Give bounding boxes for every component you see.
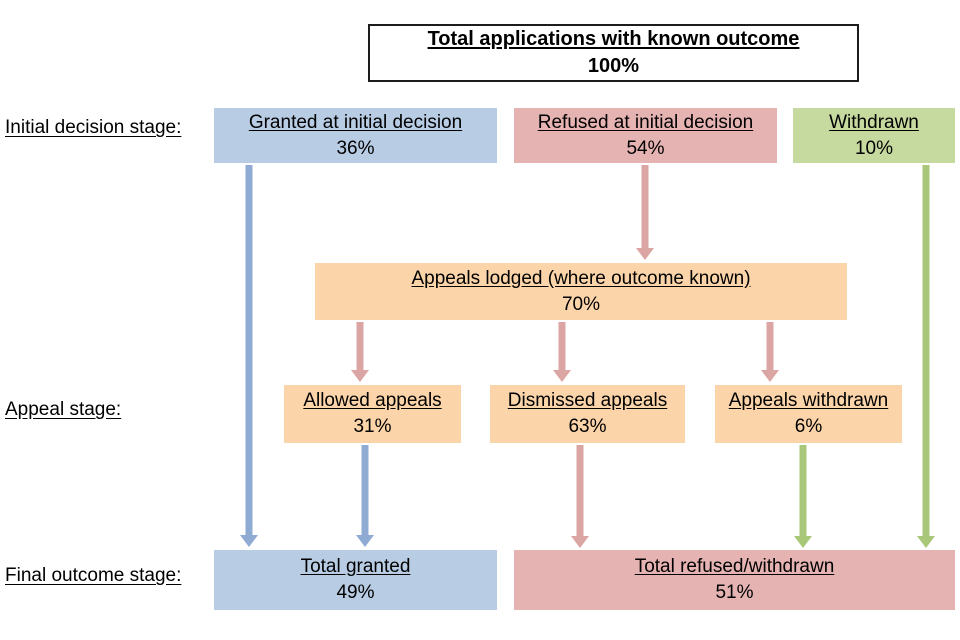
node-total-granted: Total granted 49%	[214, 550, 497, 610]
node-granted-initial: Granted at initial decision 36%	[214, 108, 497, 163]
node-dismissed-appeals-value: 63%	[568, 416, 607, 437]
arrow-stem	[766, 322, 774, 370]
node-total-refused-withdrawn: Total refused/withdrawn 51%	[514, 550, 955, 610]
arrow-appeals-lodged-to-dismissed	[553, 322, 571, 382]
node-allowed-appeals-label: Allowed appeals	[303, 390, 442, 411]
arrow-head	[917, 536, 935, 548]
node-withdrawn-label: Withdrawn	[829, 111, 919, 133]
node-total-granted-label: Total granted	[300, 556, 411, 577]
node-total-applications-value: 100%	[587, 55, 640, 77]
arrow-head	[571, 536, 589, 548]
arrow-dismissed-to-total-refused	[571, 445, 589, 548]
node-total-refused-withdrawn-label: Total refused/withdrawn	[634, 556, 835, 577]
node-appeals-lodged-value: 70%	[561, 293, 601, 315]
node-withdrawn: Withdrawn 10%	[793, 108, 955, 163]
arrow-head	[240, 535, 258, 547]
arrow-withdrawn-to-total-refused	[917, 165, 935, 548]
node-total-applications-label: Total applications with known outcome	[427, 28, 800, 50]
stage-label-final-outcome: Final outcome stage:	[5, 565, 182, 586]
arrow-stem	[558, 322, 566, 370]
node-granted-initial-label: Granted at initial decision	[248, 111, 463, 133]
node-total-granted-value: 49%	[336, 582, 375, 603]
node-appeals-withdrawn-label: Appeals withdrawn	[728, 390, 889, 411]
stage-label-appeal: Appeal stage:	[5, 399, 122, 420]
arrow-head	[794, 536, 812, 548]
node-appeals-withdrawn: Appeals withdrawn 6%	[715, 385, 902, 443]
arrow-head	[553, 370, 571, 382]
node-refused-initial-label: Refused at initial decision	[537, 111, 754, 133]
arrow-stem	[576, 445, 584, 536]
stage-label-initial-decision: Initial decision stage:	[5, 117, 182, 138]
node-appeals-lodged-label: Appeals lodged (where outcome known)	[411, 267, 751, 289]
arrow-refused-to-appeals-lodged	[636, 165, 654, 260]
arrow-allowed-to-total-granted	[356, 445, 374, 547]
arrow-stem	[922, 165, 930, 536]
node-dismissed-appeals-label: Dismissed appeals	[507, 390, 668, 411]
arrow-head	[636, 248, 654, 260]
node-dismissed-appeals: Dismissed appeals 63%	[490, 385, 685, 443]
node-refused-initial-value: 54%	[626, 137, 665, 159]
node-total-applications: Total applications with known outcome 10…	[368, 24, 859, 82]
arrow-head	[351, 370, 369, 382]
node-refused-initial: Refused at initial decision 54%	[514, 108, 777, 163]
arrow-head	[761, 370, 779, 382]
node-withdrawn-value: 10%	[854, 137, 894, 159]
arrow-stem	[356, 322, 364, 370]
arrow-appeals-withdrawn-to-total-refused	[794, 445, 812, 548]
node-appeals-withdrawn-value: 6%	[794, 416, 823, 437]
node-appeals-lodged: Appeals lodged (where outcome known) 70%	[315, 263, 847, 320]
node-allowed-appeals: Allowed appeals 31%	[284, 385, 461, 443]
arrow-stem	[245, 165, 253, 535]
arrow-stem	[641, 165, 649, 248]
arrow-granted-to-total-granted	[240, 165, 258, 547]
arrow-appeals-lodged-to-allowed	[351, 322, 369, 382]
arrow-appeals-lodged-to-appeals-withdrawn	[761, 322, 779, 382]
node-total-refused-withdrawn-value: 51%	[715, 582, 754, 603]
arrow-stem	[361, 445, 369, 535]
arrow-stem	[799, 445, 807, 536]
arrow-head	[356, 535, 374, 547]
node-granted-initial-value: 36%	[336, 137, 375, 159]
node-allowed-appeals-value: 31%	[353, 416, 392, 437]
